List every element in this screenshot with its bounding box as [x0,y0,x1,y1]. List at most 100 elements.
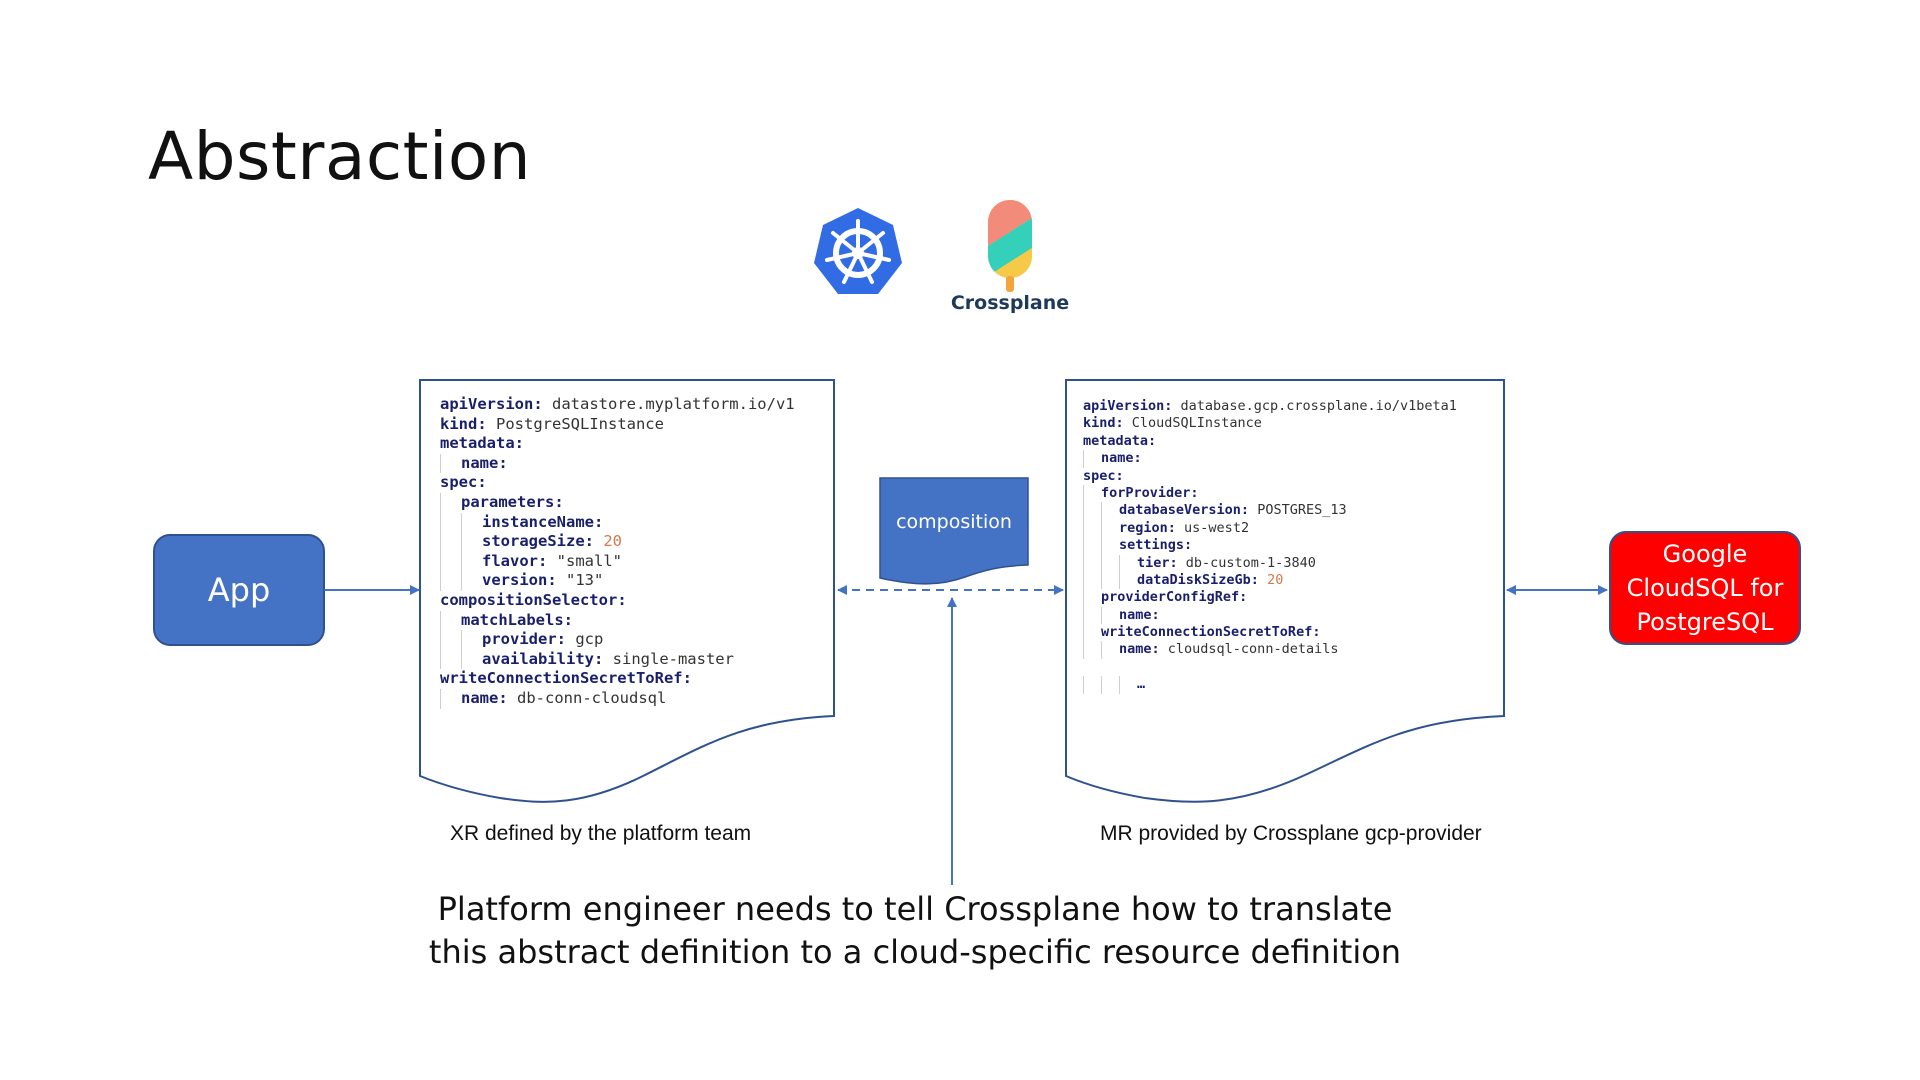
yaml-key: providerConfigRef [1101,589,1240,606]
yaml-value: CloudSQLInstance [1131,415,1262,432]
google-label-line-3: PostgreSQL [1636,608,1774,636]
yaml-line: spec: [1083,467,1132,484]
indent-guide [1083,606,1101,625]
yaml-line: tier: db-custom-1-3840 [1083,554,1457,572]
yaml-key: name [1119,606,1152,623]
indent-guide [461,571,482,591]
yaml-value: us-west2 [1184,519,1250,536]
indent-guide [1083,537,1101,555]
yaml-value: 20 [603,532,622,551]
yaml-line: storageSize: 20 [440,532,795,552]
indent-guide [1083,554,1101,572]
yaml-value: gcp [575,630,604,649]
yaml-key: provider [482,630,557,649]
yaml-value: datastore.myplatform.io/v1 [552,395,795,413]
composition-box [879,477,1029,585]
indent-guide [1083,624,1101,642]
yaml-line: parameters: [440,492,795,513]
yaml-line: region: us-west2 [1083,519,1457,538]
yaml-key: kind [440,414,478,433]
xr-caption: XR defined by the platform team [450,822,752,845]
indent-guide [1119,676,1137,694]
yaml-ellipsis: … [1137,676,1146,693]
indent-guide [440,688,461,709]
indent-guide [1101,502,1119,520]
yaml-key: spec [440,473,478,492]
xr-document-shape [419,379,835,803]
indent-guide [1119,554,1137,572]
indent-guide [1083,676,1101,694]
yaml-line: forProvider: [1083,484,1457,503]
yaml-key: availability [482,649,594,668]
yaml-line: providerConfigRef: [1083,589,1457,607]
yaml-key: version [482,571,548,590]
indent-guide [1101,571,1119,590]
indent-guide [1101,641,1119,659]
yaml-line: kind: CloudSQLInstance [1083,415,1262,432]
yaml-value: PostgreSQLInstance [496,414,664,433]
yaml-value: database.gcp.crossplane.io/v1beta1 [1180,398,1457,414]
yaml-line: name: [1083,606,1457,625]
indent-guide [1083,450,1101,468]
indent-guide [1083,502,1101,520]
yaml-line: flavor: "small" [440,551,795,572]
yaml-key: writeConnectionSecretToRef [440,669,683,688]
indent-guide [1101,537,1119,555]
slide-title: Abstraction [148,118,532,195]
yaml-value: cloudsql-conn-details [1167,641,1339,658]
yaml-line: metadata: [440,434,534,453]
yaml-line: name: cloudsql-conn-details [1083,641,1457,659]
yaml-key: writeConnectionSecretToRef [1101,624,1313,641]
yaml-key: parameters [461,492,555,511]
crossplane-popsicle-icon [988,200,1032,292]
yaml-key: dataDiskSizeGb [1137,571,1251,588]
yaml-key: name [1101,450,1134,467]
google-label-line-2: CloudSQL for [1626,574,1784,602]
yaml-line: writeConnectionSecretToRef: [1083,624,1457,642]
indent-guide [1083,571,1101,590]
yaml-key: instanceName [482,512,594,531]
yaml-line: apiVersion: datastore.myplatform.io/v1 [440,395,795,413]
yaml-line: databaseVersion: POSTGRES_13 [1083,502,1457,520]
indent-guide [440,610,461,631]
composition-label: composition [896,511,1012,533]
yaml-line: version: "13" [440,571,795,591]
yaml-value: 20 [1267,571,1284,588]
indent-guide [440,571,461,591]
yaml-line: matchLabels: [440,610,795,631]
yaml-key: flavor [482,551,538,570]
yaml-line: metadata: [1083,432,1165,449]
crossplane-logo-label: Crossplane [950,292,1070,314]
yaml-value: "small" [556,551,622,570]
yaml-line: settings: [1083,537,1457,555]
yaml-key: matchLabels [461,610,564,629]
yaml-key: spec [1083,467,1116,484]
yaml-key: name [1119,641,1152,658]
yaml-line: writeConnectionSecretToRef: [440,669,702,688]
mr-document-shape [1065,379,1505,803]
google-label-line-1: Google [1662,540,1748,568]
indent-guide [1083,484,1101,503]
yaml-key: apiVersion [440,395,534,413]
bottom-note-line-2: this abstract definition to a cloud-spec… [428,933,1402,971]
yaml-key: metadata [1083,432,1149,449]
yaml-value: db-custom-1-3840 [1185,554,1316,571]
google-cloudsql-box [1609,531,1801,645]
yaml-value: db-conn-cloudsql [517,688,667,707]
yaml-key: settings [1119,537,1185,554]
yaml-key: region [1119,519,1168,536]
yaml-key: storageSize [482,532,585,551]
yaml-key: apiVersion [1083,398,1165,414]
indent-guide [461,649,482,670]
indent-guide [440,630,461,650]
yaml-line: dataDiskSizeGb: 20 [1083,571,1457,590]
yaml-key: name [461,688,499,707]
yaml-line: name: db-conn-cloudsql [440,688,795,709]
bottom-note: Platform engineer needs to tell Crosspla… [300,888,1530,974]
yaml-line: … [1083,676,1457,694]
indent-guide [1101,606,1119,625]
mr-caption: MR provided by Crossplane gcp-provider [1100,822,1482,845]
yaml-line: name: [1083,450,1457,468]
